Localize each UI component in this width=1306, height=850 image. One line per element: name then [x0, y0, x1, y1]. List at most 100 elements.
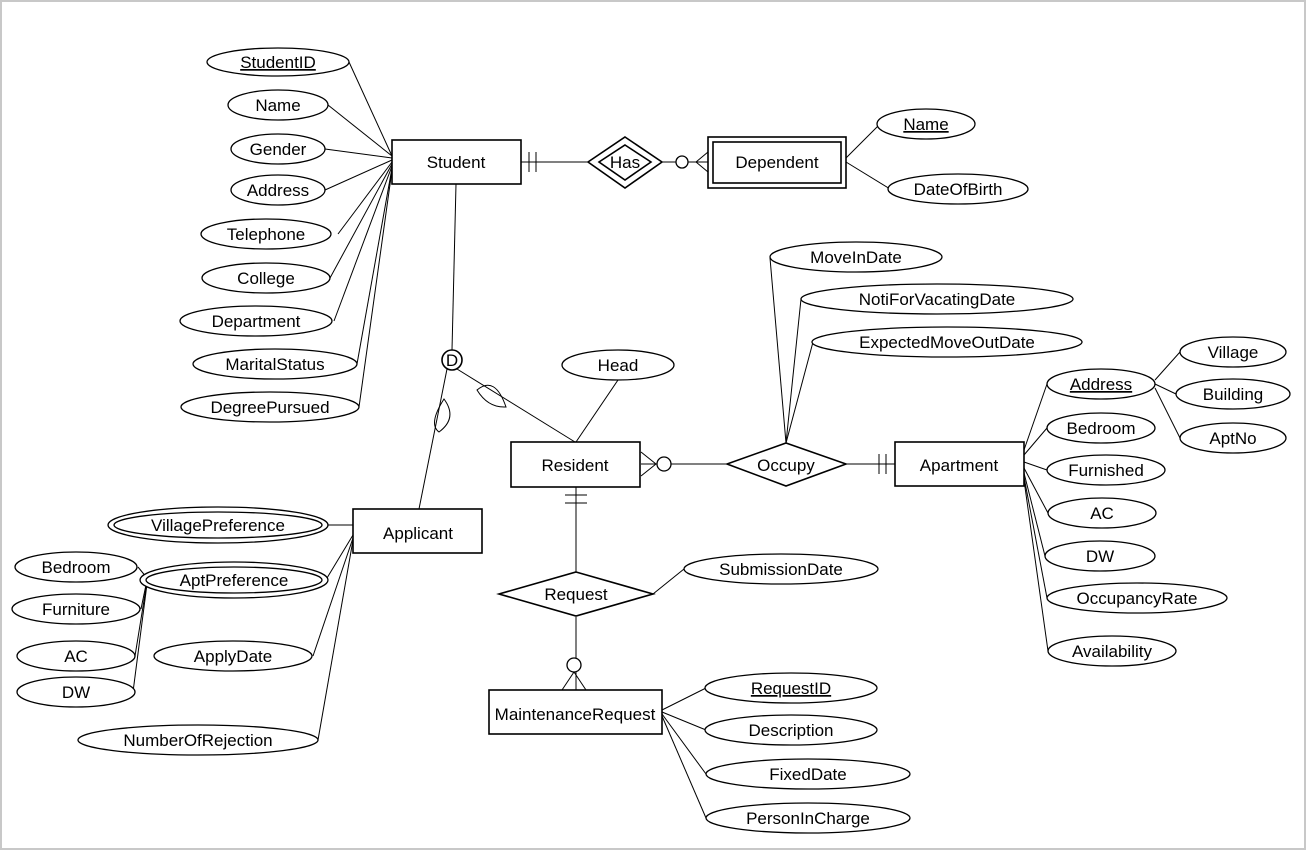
svg-text:DW: DW	[62, 683, 90, 702]
attr-student-maritalstatus[interactable]: MaritalStatus	[192, 348, 358, 380]
attr-apartment-furnished[interactable]: Furnished	[1046, 454, 1166, 486]
svg-text:Description: Description	[748, 721, 833, 740]
svg-text:Address: Address	[247, 181, 309, 200]
attr-maintenance-fixeddate[interactable]: FixedDate	[705, 758, 911, 790]
svg-text:Furnished: Furnished	[1068, 461, 1144, 480]
svg-text:NotiForVacatingDate: NotiForVacatingDate	[859, 290, 1016, 309]
svg-text:RequestID: RequestID	[751, 679, 831, 698]
svg-text:Building: Building	[1203, 385, 1264, 404]
attr-apartment-availability[interactable]: Availability	[1047, 635, 1177, 667]
svg-text:Head: Head	[598, 356, 639, 375]
connector-lines	[132, 61, 1181, 819]
svg-text:StudentID: StudentID	[240, 53, 316, 72]
svg-text:DegreePursued: DegreePursued	[210, 398, 329, 417]
svg-text:Address: Address	[1070, 375, 1132, 394]
svg-text:OccupancyRate: OccupancyRate	[1077, 589, 1198, 608]
svg-text:ExpectedMoveOutDate: ExpectedMoveOutDate	[859, 333, 1035, 352]
attr-student-telephone[interactable]: Telephone	[200, 218, 332, 250]
attr-student-name[interactable]: Name	[227, 89, 329, 121]
relationship-has[interactable]: Has	[586, 136, 664, 189]
attr-request-submissiondate[interactable]: SubmissionDate	[683, 553, 879, 585]
attr-address-building[interactable]: Building	[1175, 378, 1291, 410]
crowfoot-mark	[561, 671, 575, 691]
attr-aptpreference-bedroom[interactable]: Bedroom	[14, 551, 138, 583]
svg-text:Furniture: Furniture	[42, 600, 110, 619]
attr-maintenance-requestid[interactable]: RequestID	[704, 672, 878, 704]
svg-text:College: College	[237, 269, 295, 288]
attr-student-department[interactable]: Department	[179, 305, 333, 337]
attr-occupy-expectedmoveoutdate[interactable]: ExpectedMoveOutDate	[811, 326, 1083, 358]
attr-aptpreference-dw[interactable]: DW	[16, 676, 136, 708]
subset-symbol	[476, 384, 507, 408]
attr-apartment-ac[interactable]: AC	[1047, 497, 1157, 529]
entity-applicant-label: Applicant	[383, 524, 453, 543]
relationship-request[interactable]: Request	[496, 571, 656, 617]
entity-resident-label: Resident	[541, 456, 608, 475]
entity-dependent[interactable]: Dependent	[707, 136, 847, 189]
svg-text:MoveInDate: MoveInDate	[810, 248, 902, 267]
attr-student-gender[interactable]: Gender	[230, 133, 326, 165]
attr-applicant-villagepreference[interactable]: VillagePreference	[107, 506, 329, 544]
entity-apartment[interactable]: Apartment	[894, 441, 1025, 487]
attr-apartment-dw[interactable]: DW	[1044, 540, 1156, 572]
attr-address-village[interactable]: Village	[1179, 336, 1287, 368]
cardinality-marks	[434, 151, 887, 691]
entity-dependent-label: Dependent	[735, 153, 818, 172]
svg-text:NumberOfRejection: NumberOfRejection	[123, 731, 272, 750]
relationship-occupy-label: Occupy	[757, 456, 815, 475]
svg-text:Bedroom: Bedroom	[1067, 419, 1136, 438]
attr-student-address[interactable]: Address	[230, 174, 326, 206]
svg-text:AC: AC	[64, 647, 88, 666]
svg-text:PersonInCharge: PersonInCharge	[746, 809, 870, 828]
attr-apartment-occupancyrate[interactable]: OccupancyRate	[1046, 582, 1228, 614]
attr-resident-head[interactable]: Head	[561, 349, 675, 381]
disjoint-symbol-label: D	[446, 351, 458, 370]
entity-applicant[interactable]: Applicant	[352, 508, 483, 554]
svg-text:MaritalStatus: MaritalStatus	[225, 355, 324, 374]
svg-text:Telephone: Telephone	[227, 225, 305, 244]
attr-dependent-name[interactable]: Name	[876, 108, 976, 140]
relationship-has-label: Has	[610, 153, 640, 172]
entity-student[interactable]: Student	[391, 139, 522, 185]
zero-mark	[675, 155, 689, 169]
svg-text:Village: Village	[1208, 343, 1259, 362]
attr-occupy-moveindate[interactable]: MoveInDate	[769, 241, 943, 273]
svg-text:Gender: Gender	[250, 140, 307, 159]
attr-occupy-notiforvacatingdate[interactable]: NotiForVacatingDate	[800, 283, 1074, 315]
attr-student-studentid[interactable]: StudentID	[206, 47, 350, 77]
relationship-request-label: Request	[544, 585, 608, 604]
attr-applicant-applydate[interactable]: ApplyDate	[153, 640, 313, 672]
attr-applicant-aptpreference[interactable]: AptPreference	[139, 561, 329, 599]
subset-symbol	[434, 398, 451, 433]
svg-text:DW: DW	[1086, 547, 1114, 566]
entity-maintenance-request-label: MaintenanceRequest	[495, 705, 656, 724]
svg-text:Availability: Availability	[1072, 642, 1153, 661]
attr-aptpreference-furniture[interactable]: Furniture	[11, 593, 141, 625]
svg-text:Bedroom: Bedroom	[42, 558, 111, 577]
svg-text:AptNo: AptNo	[1209, 429, 1256, 448]
attr-aptpreference-ac[interactable]: AC	[16, 640, 136, 672]
attr-apartment-address[interactable]: Address	[1046, 368, 1156, 400]
entity-student-label: Student	[427, 153, 486, 172]
crowfoot-mark	[640, 451, 657, 465]
crowfoot-mark	[573, 671, 587, 691]
attr-address-aptno[interactable]: AptNo	[1179, 422, 1287, 454]
attr-applicant-numberofrejection[interactable]: NumberOfRejection	[77, 724, 319, 756]
svg-text:VillagePreference: VillagePreference	[151, 516, 285, 535]
entity-resident[interactable]: Resident	[510, 441, 641, 488]
attr-maintenance-personincharge[interactable]: PersonInCharge	[705, 802, 911, 834]
attr-student-college[interactable]: College	[201, 262, 331, 294]
svg-text:Department: Department	[212, 312, 301, 331]
svg-text:Name: Name	[903, 115, 948, 134]
disjoint-constraint: D	[441, 349, 463, 371]
svg-text:ApplyDate: ApplyDate	[194, 647, 272, 666]
entity-apartment-label: Apartment	[920, 456, 999, 475]
attr-maintenance-description[interactable]: Description	[704, 714, 878, 746]
entity-maintenance-request[interactable]: MaintenanceRequest	[488, 689, 663, 735]
svg-text:SubmissionDate: SubmissionDate	[719, 560, 843, 579]
attr-dependent-dateofbirth[interactable]: DateOfBirth	[887, 173, 1029, 205]
relationship-occupy[interactable]: Occupy	[724, 442, 849, 487]
attr-student-degreepursued[interactable]: DegreePursued	[180, 391, 360, 423]
attr-apartment-bedroom[interactable]: Bedroom	[1046, 412, 1156, 444]
